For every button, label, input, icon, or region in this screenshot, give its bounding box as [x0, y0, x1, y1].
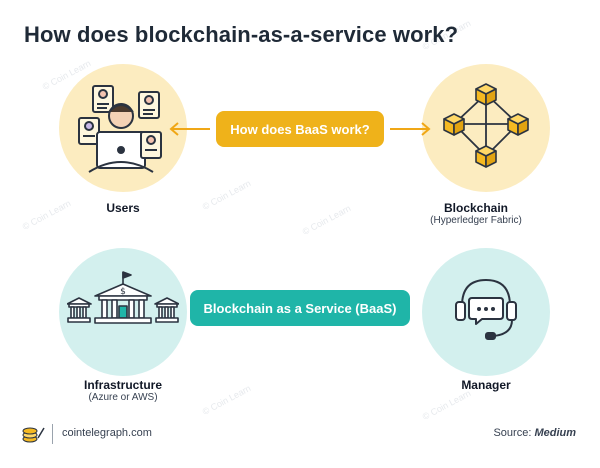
manager-label: Manager: [461, 378, 511, 392]
institution-buildings-icon: $: [67, 271, 179, 324]
blockchain-sublabel: (Hyperledger Fabric): [430, 215, 522, 226]
source-name: Medium: [534, 427, 576, 439]
svg-text:$: $: [120, 287, 126, 297]
page-title: How does blockchain-as-a-service work?: [24, 22, 459, 47]
footer-site-link[interactable]: cointelegraph.com: [62, 427, 152, 439]
footer-source: Source: Medium: [493, 427, 576, 439]
headset-chat-icon: [455, 279, 517, 340]
arrow-left-icon: [169, 122, 210, 136]
cointelegraph-logo: [22, 427, 45, 443]
users-label: Users: [106, 201, 140, 215]
footer-divider: [52, 424, 53, 444]
source-prefix: Source:: [493, 427, 535, 439]
watermark: © Coin Learn: [300, 203, 353, 237]
users-icon: [78, 85, 162, 173]
arrow-right-icon: [390, 122, 431, 136]
infrastructure-label: Infrastructure: [83, 378, 163, 392]
blockchain-label: Blockchain: [443, 201, 509, 215]
blockchain-cubes-icon: [443, 83, 529, 168]
how-baas-works-pill: How does BaaS work?: [216, 111, 384, 147]
baas-pill: Blockchain as a Service (BaaS): [190, 290, 410, 326]
watermark: © Coin Learn: [420, 388, 473, 422]
infrastructure-sublabel: (Azure or AWS): [88, 392, 158, 403]
